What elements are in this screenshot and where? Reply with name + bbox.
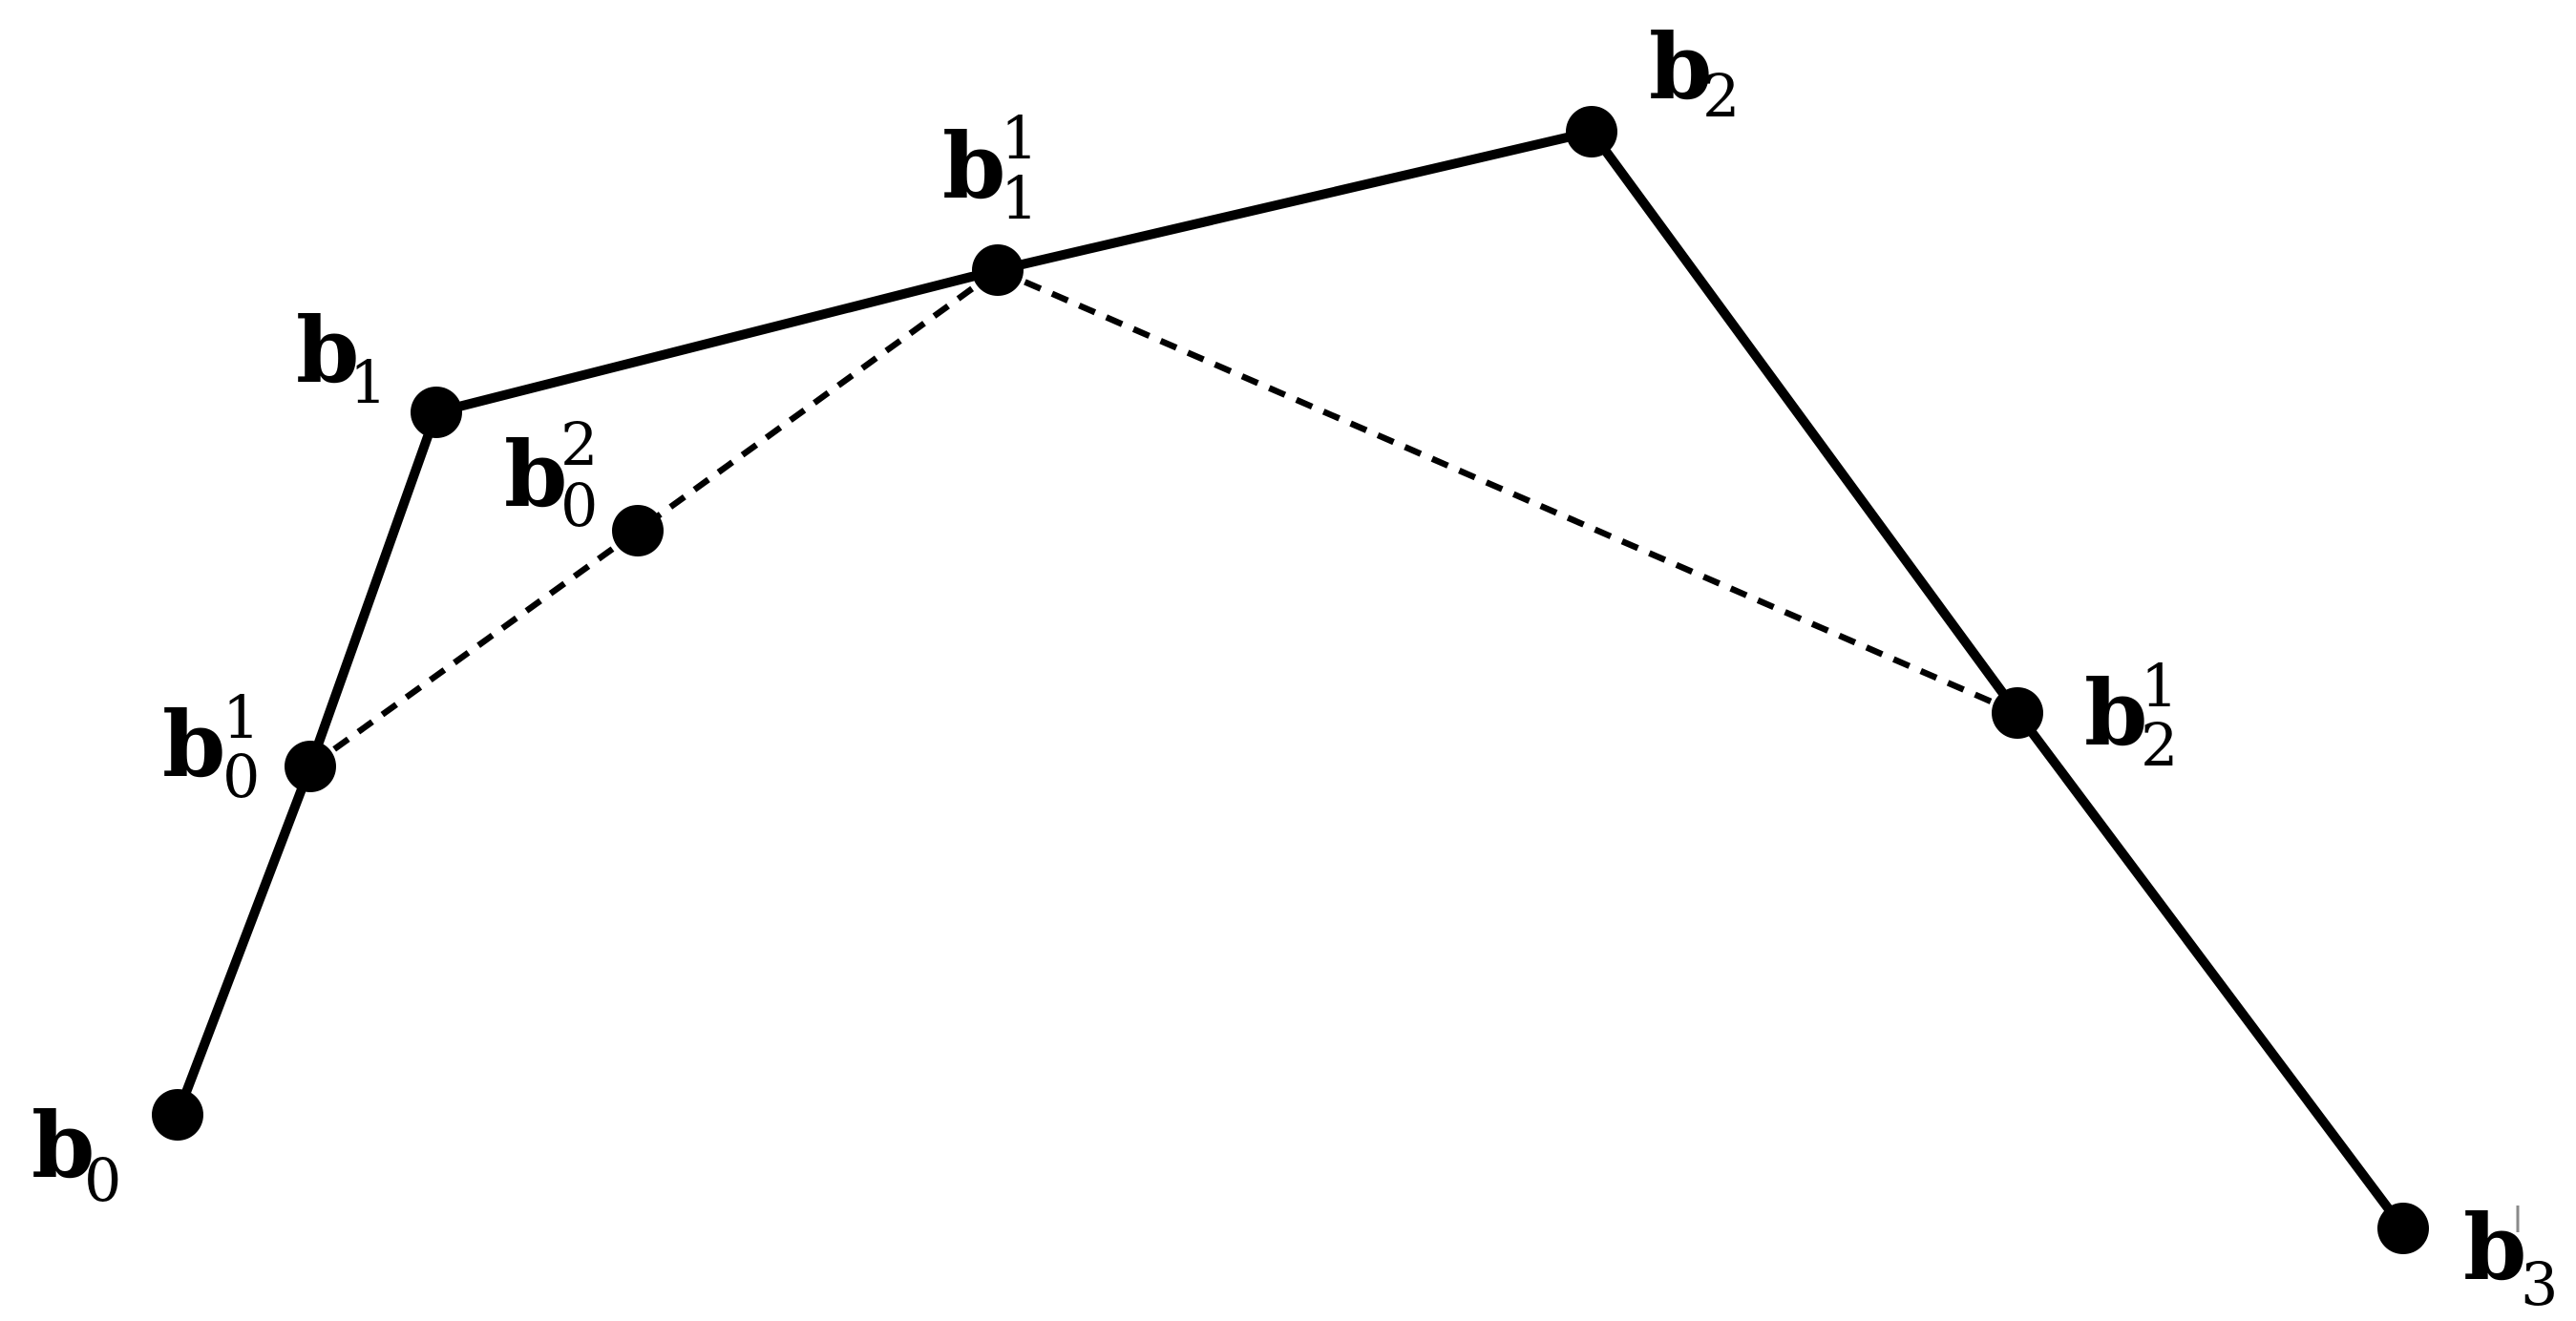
label-b0-subscript: 0: [84, 1145, 121, 1215]
label-b2_1-subscript: 2: [2141, 710, 2178, 780]
label-b0_2-subscript: 0: [560, 471, 598, 540]
label-b1-main: b: [296, 298, 359, 404]
label-b2_1-superscript: 1: [2141, 651, 2178, 721]
label-b3-main: b: [2463, 1195, 2526, 1301]
label-b1_1-main: b: [942, 114, 1005, 220]
point-dot-b1_1: [972, 244, 1024, 296]
point-dot-b2: [1566, 106, 1617, 157]
label-b0_1-subscript: 0: [222, 742, 260, 811]
label-b1_1-subscript: 1: [1001, 163, 1038, 233]
point-dot-b0_1: [285, 741, 336, 792]
point-dot-b1: [411, 387, 462, 438]
label-b2-main: b: [1649, 14, 1712, 120]
point-dot-b0: [152, 1089, 203, 1141]
label-b2-subscript: 2: [1702, 61, 1740, 131]
label-b0_2-main: b: [504, 422, 567, 528]
label-b1-subscript: 1: [349, 347, 387, 417]
label-b0-main: b: [32, 1093, 95, 1199]
label-b0_2-superscript: 2: [560, 409, 598, 479]
decasteljau-dashed-line-1: [996, 267, 2019, 716]
control-polygon-line: [173, 126, 2408, 1231]
point-dot-b0_2: [612, 505, 664, 556]
label-b3-subscript: 3: [2521, 1249, 2558, 1319]
label-b1_1-superscript: 1: [1001, 103, 1038, 173]
decasteljau-dashed-line-0: [308, 267, 1000, 769]
point-dot-b2_1: [1992, 687, 2043, 739]
label-b0_1-superscript: 1: [222, 682, 260, 752]
label-b0_1-main: b: [162, 692, 225, 798]
label-b2_1-main: b: [2084, 660, 2147, 766]
point-dot-b3: [2377, 1203, 2429, 1254]
